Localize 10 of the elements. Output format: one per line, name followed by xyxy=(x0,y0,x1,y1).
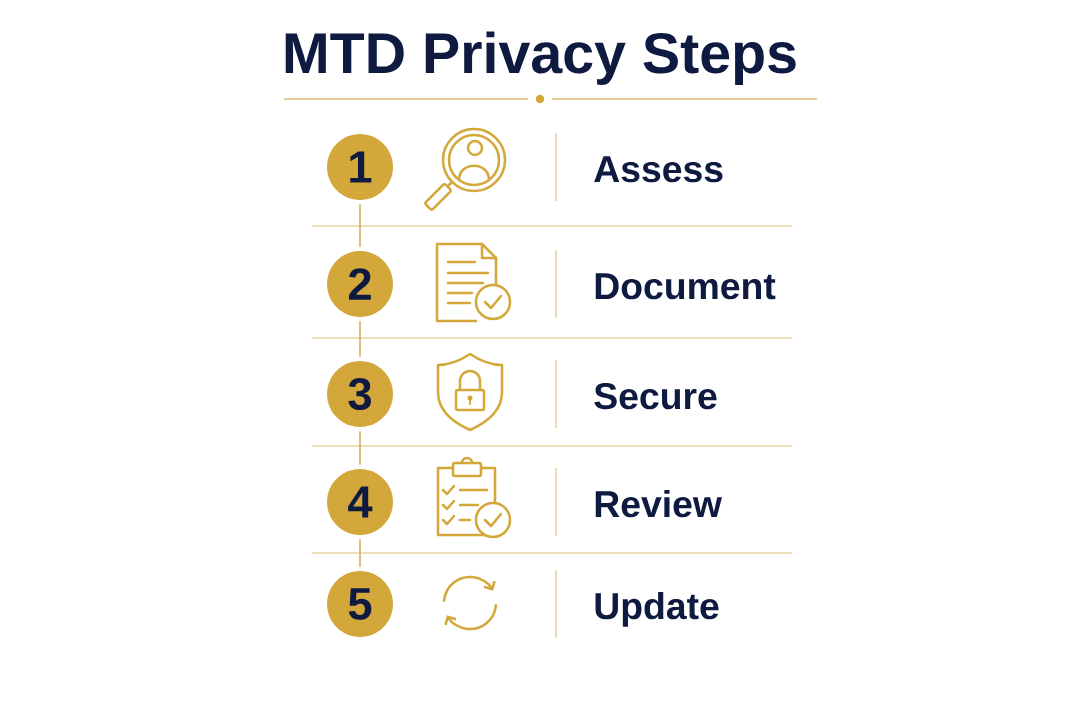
step-label: Update xyxy=(595,591,719,627)
connector-line xyxy=(359,320,361,358)
title: MTD Privacy Steps xyxy=(285,31,796,85)
step-label: Assess xyxy=(594,156,723,183)
connector-line xyxy=(359,430,361,466)
step-label: Secure xyxy=(594,382,717,410)
step-label: Review xyxy=(595,489,722,518)
step-label: Document xyxy=(595,273,776,300)
connector-line xyxy=(359,538,361,568)
connector-line xyxy=(359,203,361,248)
